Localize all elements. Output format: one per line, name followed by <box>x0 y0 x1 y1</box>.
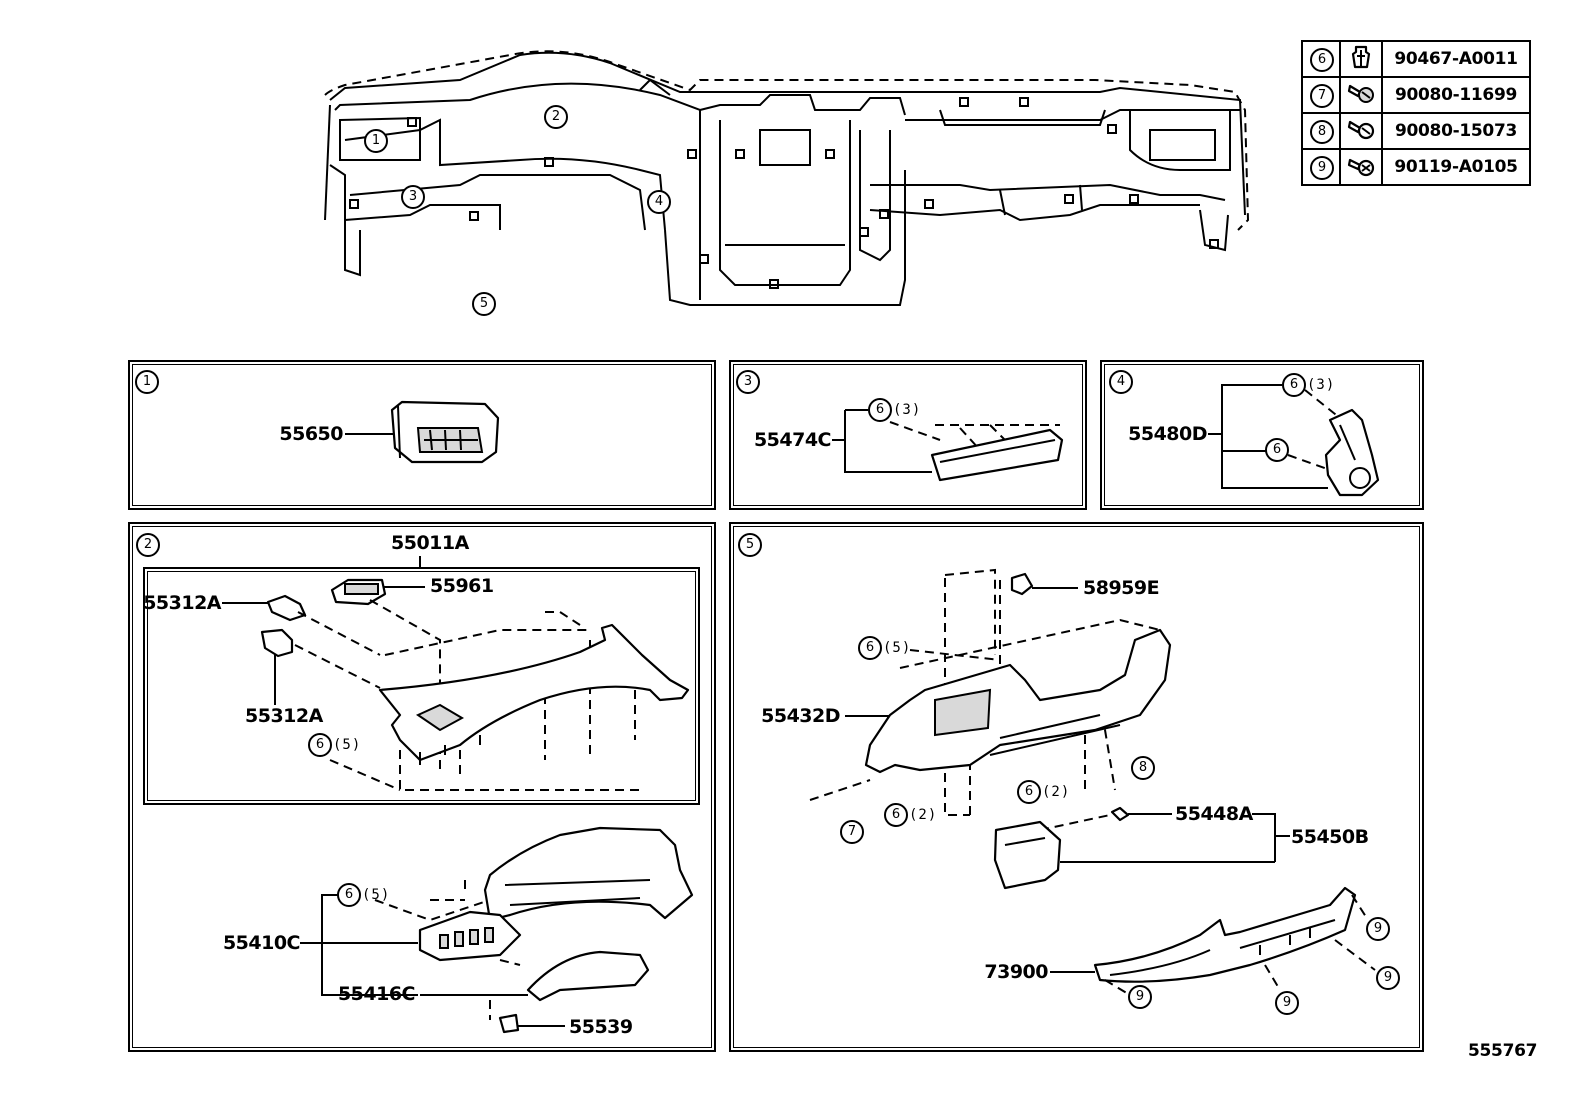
fastener-callout: 6 <box>337 883 361 907</box>
panel-3-badge: 3 <box>736 370 760 394</box>
part-label-brace: 73900 <box>984 961 1048 983</box>
overview-callout-1: 1 <box>364 129 388 153</box>
fastener-callout: 9 <box>1275 991 1299 1015</box>
part-label-box-door: 55432D <box>761 705 840 727</box>
fastener-no: 9 <box>1310 156 1334 180</box>
panel-5-badge: 5 <box>738 533 762 557</box>
overview-callout-3: 3 <box>401 185 425 209</box>
fastener-callout: 6 <box>308 733 332 757</box>
part-label-side-vent: 55650 <box>279 423 343 445</box>
lower-cover-drawing <box>832 409 1064 482</box>
fastener-part-number: 90080-15073 <box>1381 112 1531 150</box>
fastener-no: 8 <box>1310 120 1334 144</box>
fastener-qty: (3) <box>1307 377 1336 393</box>
illustration-ref-number: 555767 <box>1468 1041 1538 1061</box>
part-label-switch: 55539 <box>569 1016 633 1038</box>
fastener-part-number: 90080-11699 <box>1381 76 1531 114</box>
fastener-no: 6 <box>1310 48 1334 72</box>
fastener-callout: 6 <box>1017 780 1041 804</box>
fastener-no: 7 <box>1310 84 1334 108</box>
glove-box-drawing <box>809 568 1376 996</box>
cluster-finish-panel-drawing <box>300 826 694 1034</box>
fastener-callout: 9 <box>1366 917 1390 941</box>
screw-icon <box>1347 158 1375 177</box>
part-label-stopper: 58959E <box>1083 577 1160 599</box>
fastener-callout: 6 <box>858 636 882 660</box>
fastener-qty: (5) <box>883 640 912 656</box>
overview-callout-2: 2 <box>544 105 568 129</box>
detail-panel-5 <box>729 522 1424 1052</box>
part-label-glove-box: 55450B <box>1291 826 1369 848</box>
fastener-callout: 8 <box>1131 756 1155 780</box>
fastener-callout: 6 <box>1265 438 1289 462</box>
detail-panel-3 <box>729 360 1087 510</box>
fastener-qty: (2) <box>909 807 938 823</box>
fastener-row: 6 90467-A0011 <box>1301 40 1531 78</box>
side-vent-drawing <box>345 400 500 464</box>
panel-4-badge: 4 <box>1109 370 1133 394</box>
detail-panel-1 <box>128 360 716 510</box>
part-label-cluster-hood: 55416C <box>337 983 416 1005</box>
fastener-callout: 6 <box>884 803 908 827</box>
fastener-qty: (2) <box>1042 784 1071 800</box>
knee-cover-drawing <box>1208 384 1380 497</box>
fastener-callout: 7 <box>840 820 864 844</box>
fastener-row: 7 90080-11699 <box>1301 76 1531 114</box>
screw-icon <box>1347 84 1374 103</box>
assembly-frame-55011A <box>143 567 700 805</box>
panel-1-badge: 1 <box>135 370 159 394</box>
overview-callout-4: 4 <box>647 190 671 214</box>
screw-icon <box>1347 120 1375 140</box>
fastener-callout: 9 <box>1128 985 1152 1009</box>
fastener-row: 9 90119-A0105 <box>1301 148 1531 186</box>
fastener-part-number: 90119-A0105 <box>1381 148 1531 186</box>
part-label-knee-cover: 55480D <box>1128 423 1207 445</box>
overview-callout-5: 5 <box>472 292 496 316</box>
fastener-callout: 6 <box>868 398 892 422</box>
fastener-row: 8 90080-15073 <box>1301 112 1531 150</box>
part-label-assembly: 55011A <box>391 532 469 554</box>
part-label-cover-b: 55312A <box>245 705 323 727</box>
fastener-qty: (3) <box>893 402 922 418</box>
panel-2-badge: 2 <box>136 533 160 557</box>
fastener-table: 6 90467-A0011 7 90080-11699 8 90080-1507… <box>1301 40 1531 186</box>
fastener-callout: 9 <box>1376 966 1400 990</box>
part-label-cover-a: 55312A <box>143 592 221 614</box>
fastener-qty: (5) <box>362 887 391 903</box>
fastener-callout: 6 <box>1282 373 1306 397</box>
fastener-part-number: 90467-A0011 <box>1381 40 1531 78</box>
part-label-cluster-panel: 55410C <box>222 932 301 954</box>
center-cluster-panel-drawing <box>222 556 690 791</box>
clip-icon <box>1351 45 1371 69</box>
part-label-lower-cover: 55474C <box>753 429 832 451</box>
part-label-damper: 55448A <box>1175 803 1253 825</box>
detail-panel-4 <box>1100 360 1424 510</box>
part-label-vent-top: 55961 <box>430 575 494 597</box>
fastener-qty: (5) <box>333 737 362 753</box>
instrument-panel-overview-drawing <box>324 50 1250 306</box>
detail-panel-2 <box>128 522 716 1052</box>
